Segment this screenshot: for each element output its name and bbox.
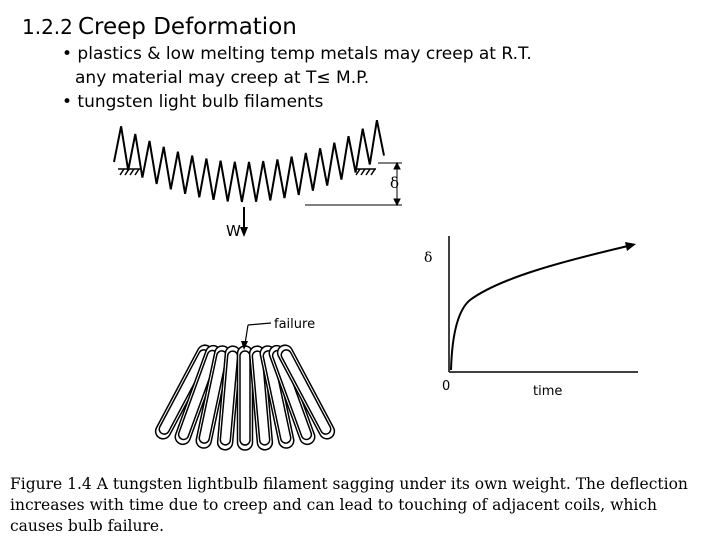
failure-leader-line bbox=[244, 324, 249, 345]
load-label: W bbox=[226, 222, 241, 240]
plot-x-label: time bbox=[533, 384, 562, 399]
coil-loop bbox=[262, 350, 292, 444]
plot-y-label: δ bbox=[424, 250, 432, 266]
caption-line: increases with time due to creep and can… bbox=[10, 496, 657, 514]
plot-origin-label: 0 bbox=[442, 379, 450, 394]
failure-arrowhead bbox=[241, 341, 248, 350]
coil-loop bbox=[271, 349, 313, 441]
filament-coil-zigzag bbox=[113, 120, 385, 203]
caption-line: Figure 1.4 A tungsten lightbulb filament… bbox=[10, 475, 688, 493]
failure-label: failure bbox=[274, 317, 315, 332]
creep-curve bbox=[450, 245, 629, 371]
coil-loop bbox=[280, 349, 332, 435]
failure-leader-line bbox=[247, 322, 272, 326]
load-arrow bbox=[240, 207, 248, 237]
coil-loop bbox=[219, 350, 239, 446]
section-title: Creep Deformation bbox=[77, 14, 297, 40]
left-support-icon bbox=[118, 168, 140, 176]
right-support-icon bbox=[354, 168, 376, 176]
deflection-time-plot: δ 0 time bbox=[424, 236, 638, 399]
figure-caption: Figure 1.4 A tungsten lightbulb filament… bbox=[10, 474, 714, 537]
touching-coils-diagram: failure bbox=[154, 317, 336, 451]
section-heading: 1.2.2 Creep Deformation bbox=[22, 14, 297, 40]
caption-line: causes bulb failure. bbox=[10, 517, 165, 535]
curve-arrowhead bbox=[625, 242, 636, 251]
bullet-item: • tungsten light bulb filaments bbox=[62, 92, 324, 112]
coil-loop bbox=[251, 350, 271, 446]
sagging-filament-diagram: δ W bbox=[113, 120, 402, 240]
coil-loop bbox=[177, 349, 219, 441]
deflection-label: δ bbox=[390, 174, 399, 192]
coil-loop bbox=[198, 350, 228, 444]
deflection-dimension bbox=[305, 161, 402, 207]
bullet-list: • plastics & low melting temp metals may… bbox=[62, 42, 532, 114]
coil-loop bbox=[239, 350, 251, 446]
coil-loops bbox=[154, 344, 336, 451]
bullet-item-continuation: any material may creep at T≤ M.P. bbox=[75, 68, 370, 88]
section-number: 1.2.2 bbox=[22, 15, 73, 39]
bullet-item: • plastics & low melting temp metals may… bbox=[62, 44, 532, 64]
